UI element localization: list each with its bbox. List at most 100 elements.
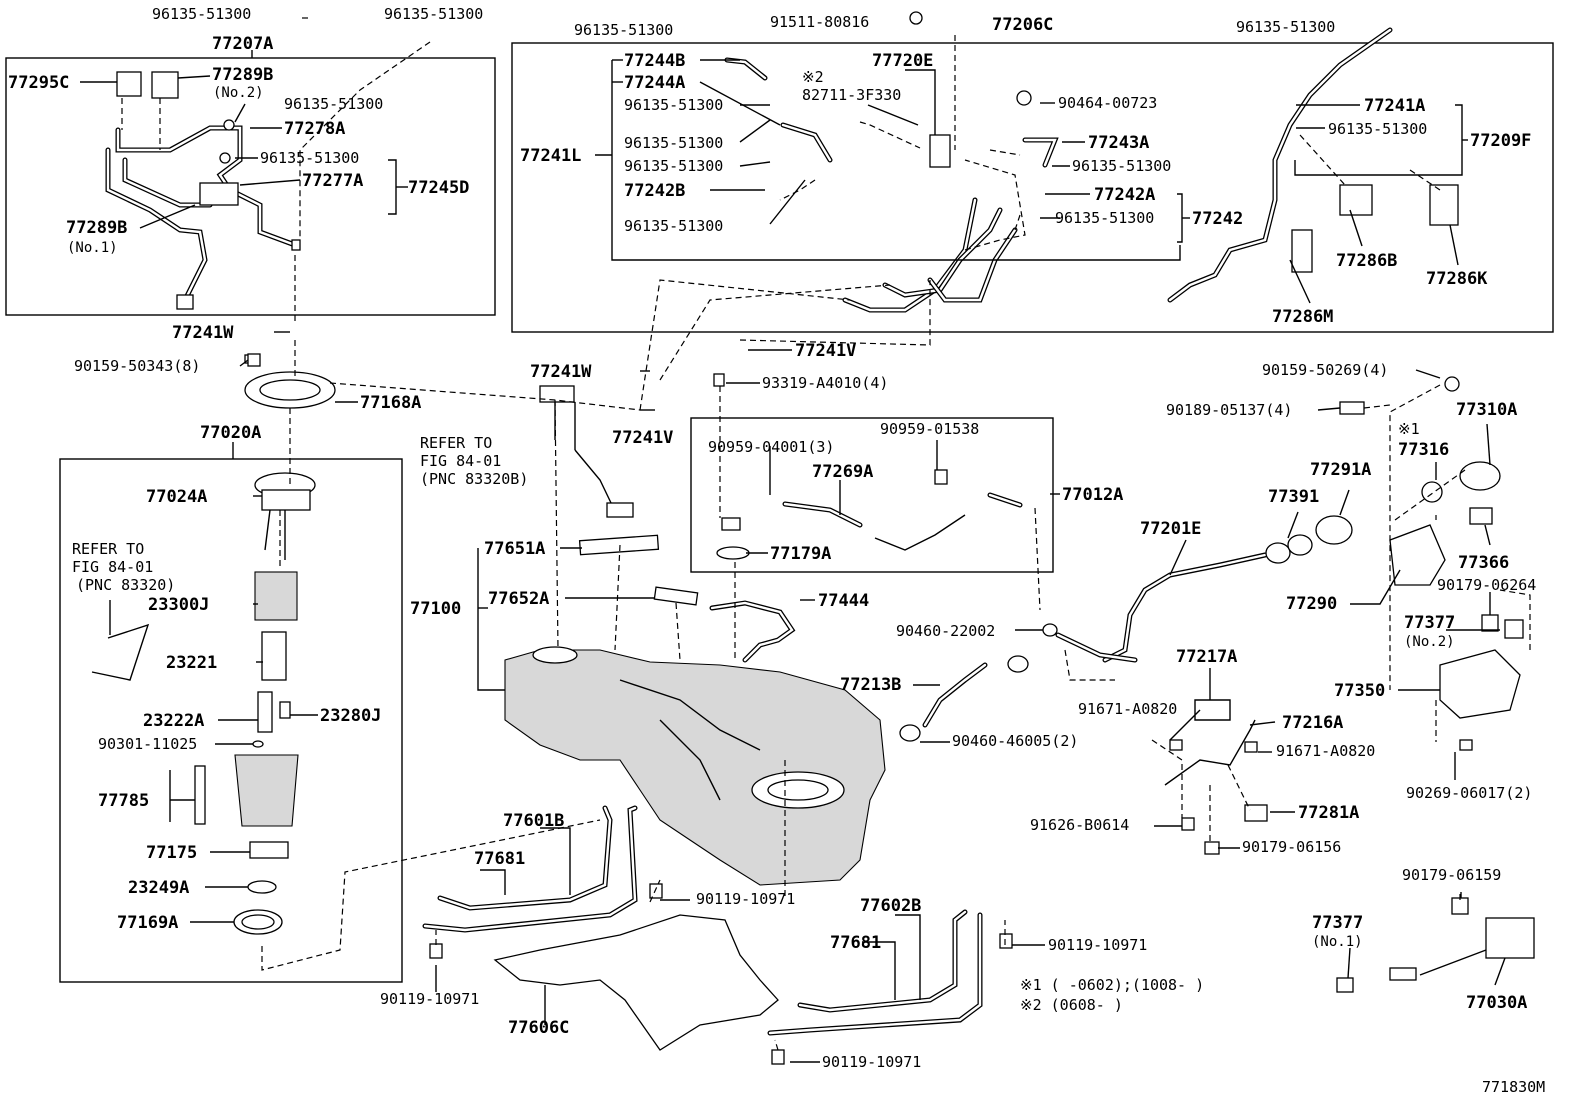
- label-77216A: 77216A: [1282, 713, 1343, 733]
- hose-77213B: [922, 662, 988, 728]
- label-note2-marker: ※2: [802, 68, 824, 86]
- label-77286B: 77286B: [1336, 251, 1397, 271]
- label-77377-no2: (No.2): [1404, 634, 1455, 650]
- label-23249A: 23249A: [128, 878, 189, 898]
- label-assembly-77020A: 77020A: [200, 423, 261, 443]
- assembly-box-77207A: [5, 57, 496, 316]
- clamp-90460-46005: [899, 724, 921, 742]
- label-96135-51300: 96135-51300: [624, 134, 723, 152]
- label-77444: 77444: [818, 591, 869, 611]
- label-77278A: 77278A: [284, 119, 345, 139]
- label-77350: 77350: [1334, 681, 1385, 701]
- label-96135-51300: 96135-51300: [1072, 157, 1171, 175]
- vent-hose-set: [716, 469, 1023, 560]
- label-77377-no1: (No.1): [1312, 934, 1363, 950]
- label-77241A: 77241A: [1364, 96, 1425, 116]
- ref-mid-line2: FIG 84-01: [420, 452, 501, 470]
- label-77277A: 77277A: [302, 171, 363, 191]
- label-77242B: 77242B: [624, 181, 685, 201]
- label-77289B: 77289B: [212, 65, 273, 85]
- label-90460-22002: 90460-22002: [896, 622, 995, 640]
- label-77281A: 77281A: [1298, 803, 1359, 823]
- label-77242A: 77242A: [1094, 185, 1155, 205]
- clamp-77213B: [1007, 655, 1029, 673]
- label-23222A: 23222A: [143, 711, 204, 731]
- label-77289B: 77289B: [66, 218, 127, 238]
- label-77681: 77681: [474, 849, 525, 869]
- label-77030A: 77030A: [1466, 993, 1527, 1013]
- label-91671-A0820: 91671-A0820: [1078, 700, 1177, 718]
- assembly-box-77012A: [690, 417, 1054, 573]
- label-77681: 77681: [830, 933, 881, 953]
- label-77602B: 77602B: [860, 896, 921, 916]
- label-90464-00723: 90464-00723: [1058, 94, 1157, 112]
- vapor-pipe-assembly-center: [724, 11, 1059, 313]
- label-note1-marker: ※1: [1398, 420, 1420, 438]
- label-assembly-77100: 77100: [410, 599, 461, 619]
- label-23300J: 23300J: [148, 595, 209, 615]
- label-90119-10971: 90119-10971: [1048, 936, 1147, 954]
- label-77244B: 77244B: [624, 51, 685, 71]
- label-96135-51300: 96135-51300: [624, 157, 723, 175]
- fuel-tank-sensor-77030A: [1389, 917, 1535, 981]
- label-90179-06159: 90179-06159: [1402, 866, 1501, 884]
- label-77720E: 77720E: [872, 51, 933, 71]
- label-77175: 77175: [146, 843, 197, 863]
- part-labels: 96135-51300 96135-51300 77207A 77295C 77…: [8, 5, 1545, 1096]
- ref-left-line3: (PNC 83320): [76, 576, 175, 594]
- diagram-id: 771830M: [1482, 1078, 1545, 1096]
- label-90959-01538: 90959-01538: [880, 420, 979, 438]
- label-assembly-77209F: 77209F: [1470, 131, 1531, 151]
- footnote-1: ※1 ( -0602);(1008- ): [1020, 976, 1204, 994]
- label-96135-51300: 96135-51300: [1055, 209, 1154, 227]
- label-assembly-77206C: 77206C: [992, 15, 1053, 35]
- label-77289B-no2: (No.2): [213, 85, 264, 101]
- label-90179-06156: 90179-06156: [1242, 838, 1341, 856]
- label-assembly-77012A: 77012A: [1062, 485, 1123, 505]
- label-77377: 77377: [1404, 613, 1455, 633]
- label-77391: 77391: [1268, 487, 1319, 507]
- fuel-tank: [504, 646, 886, 886]
- label-82711-3F330: 82711-3F330: [802, 86, 901, 104]
- label-23221: 23221: [166, 653, 217, 673]
- label-77241W: 77241W: [530, 362, 592, 382]
- label-96135-51300: 96135-51300: [260, 149, 359, 167]
- label-90301-11025: 90301-11025: [98, 735, 197, 753]
- ref-mid-line3: (PNC 83320B): [420, 470, 528, 488]
- label-77316: 77316: [1398, 440, 1449, 460]
- label-96135-51300: 96135-51300: [384, 5, 483, 23]
- label-assembly-77242: 77242: [1192, 209, 1243, 229]
- label-96135-51300: 96135-51300: [1328, 120, 1427, 138]
- fuel-filler-door: [1315, 376, 1524, 719]
- label-91671-A0820: 91671-A0820: [1276, 742, 1375, 760]
- label-assembly-77245D: 77245D: [408, 178, 469, 198]
- label-77243A: 77243A: [1088, 133, 1149, 153]
- label-77651A: 77651A: [484, 539, 545, 559]
- tank-straps: [422, 805, 983, 1036]
- label-90119-10971: 90119-10971: [380, 990, 479, 1008]
- label-77217A: 77217A: [1176, 647, 1237, 667]
- tank-pad-77651A: [578, 534, 660, 556]
- label-77286K: 77286K: [1426, 269, 1488, 289]
- label-90119-10971: 90119-10971: [822, 1053, 921, 1071]
- label-77241V: 77241V: [795, 341, 856, 361]
- leader-lines: [80, 17, 1531, 1063]
- label-77652A: 77652A: [488, 589, 549, 609]
- ref-left-line2: FIG 84-01: [72, 558, 153, 576]
- label-96135-51300: 96135-51300: [624, 96, 723, 114]
- bolts: [247, 353, 1473, 1065]
- label-90179-06264: 90179-06264: [1437, 576, 1536, 594]
- ref-left-line1: REFER TO: [72, 540, 144, 558]
- label-77295C: 77295C: [8, 73, 69, 93]
- label-90269-06017: 90269-06017(2): [1406, 784, 1532, 802]
- ref-mid-line1: REFER TO: [420, 434, 492, 452]
- label-77290: 77290: [1286, 594, 1337, 614]
- label-90119-10971: 90119-10971: [696, 890, 795, 908]
- label-77601B: 77601B: [503, 811, 564, 831]
- label-90460-46005: 90460-46005(2): [952, 732, 1078, 750]
- label-77169A: 77169A: [117, 913, 178, 933]
- label-77291A: 77291A: [1310, 460, 1371, 480]
- vapor-pipe-assembly-left: [105, 71, 301, 310]
- label-77241W: 77241W: [172, 323, 234, 343]
